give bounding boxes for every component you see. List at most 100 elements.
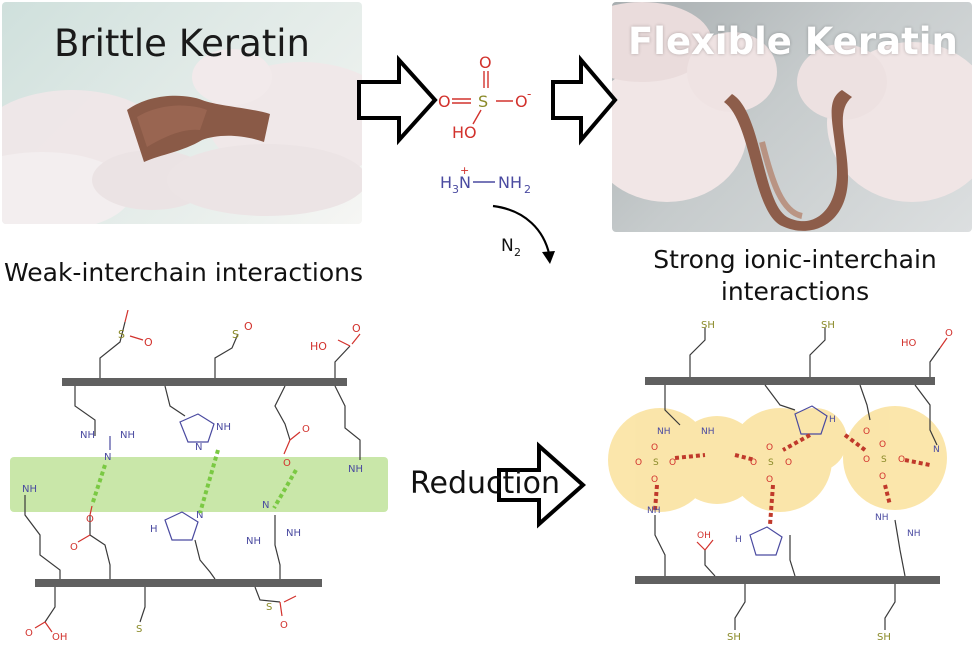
reduction-label: Reduction — [410, 466, 560, 501]
sulfonate-group-2: O S O O O — [750, 443, 792, 485]
arg-n-lower: N — [262, 500, 269, 511]
svg-text:O: O — [750, 458, 757, 468]
hydrazine-nh: NH — [498, 173, 522, 192]
bisulfite-o-top: O — [479, 53, 492, 72]
his-h-right-lower: H — [735, 535, 742, 545]
flexible-keratin-photo: Flexible Keratin — [612, 2, 972, 232]
bisulfite-charge: - — [527, 87, 531, 101]
upper-acid-o: O — [352, 322, 361, 335]
lys-nh-right-lower: NH — [647, 506, 661, 516]
hydrazine-plus: + — [460, 164, 469, 177]
his-nh-upper: NH — [216, 422, 231, 433]
strong-interactions-caption: Strong ionic-interchain interactions — [610, 244, 975, 308]
svg-text:O: O — [651, 475, 658, 485]
svg-text:O: O — [785, 458, 792, 468]
his-n-upper: N — [195, 442, 202, 453]
bisulfite-s: S — [478, 92, 488, 111]
brittle-keratin-illustration — [2, 49, 362, 224]
arg-nh-lower: NH — [286, 528, 301, 539]
flexible-keratin-illustration — [612, 2, 972, 231]
strong-interaction-scheme: SH SH HO O NH NH H O N O S O O O O S O O… — [608, 320, 953, 643]
weak-interaction-scheme: S O S O HO O NH NH N NH N O O NH NH O O … — [10, 310, 388, 643]
sh-upper-1: SH — [701, 320, 715, 331]
glu-o-upper: O — [283, 458, 291, 469]
bisulfite-ho: HO — [452, 123, 477, 142]
lower-sulfinate-o: O — [280, 620, 288, 631]
hollow-arrow-left — [357, 54, 438, 146]
sh-lower-2: SH — [877, 632, 891, 643]
svg-text:O: O — [766, 443, 773, 453]
arg-nh-right-lower: NH — [907, 529, 921, 539]
asp-o-lower: O — [86, 514, 94, 525]
svg-text:O: O — [635, 458, 642, 468]
brittle-keratin-title: Brittle Keratin — [54, 22, 311, 65]
svg-text:O: O — [669, 458, 676, 468]
bisulfite-o-left: O — [438, 92, 451, 111]
upper-acid-o-right: O — [945, 328, 953, 339]
svg-text:O: O — [863, 455, 870, 465]
asp-oh-right-lower: OH — [697, 531, 711, 541]
upper-sulfinate-o2: O — [244, 320, 253, 333]
his-h-lower: H — [150, 524, 158, 535]
arg-nh2-right-lower: NH — [875, 513, 889, 523]
arg-nh2-upper: NH — [120, 430, 135, 441]
weak-interactions-caption: Weak-interchain interactions — [4, 258, 364, 287]
svg-text:N: N — [501, 236, 514, 256]
svg-text:O: O — [766, 475, 773, 485]
bisulfite-structure: O O S O - HO — [438, 53, 531, 142]
arg-n-upper: N — [104, 452, 111, 463]
reduction-arrow — [497, 441, 587, 529]
svg-text:O: O — [879, 472, 886, 482]
svg-text:O: O — [898, 455, 905, 465]
upper-sulfinate-s1: S — [118, 328, 125, 341]
glu-o-right-upper: O — [863, 427, 870, 437]
arg-nh2-right-upper: NH — [701, 427, 715, 437]
svg-text:S: S — [881, 455, 887, 465]
sulfonate-group-3: O S O O O — [863, 440, 905, 482]
glu-o2-upper: O — [302, 424, 310, 435]
sh-lower-1: SH — [727, 632, 741, 643]
svg-text:S: S — [653, 458, 659, 468]
asp-o2-lower: O — [70, 542, 78, 553]
hydrazine-h3-sub: 3 — [452, 183, 459, 196]
hydrazine-structure: H 3 N + NH 2 — [440, 164, 531, 196]
sulfonate-group-1: O S O O O — [635, 443, 676, 485]
n2-label: N 2 — [501, 236, 521, 259]
svg-text:O: O — [651, 443, 658, 453]
hbond-band — [10, 457, 388, 512]
n2-release-arrow — [492, 204, 552, 259]
svg-text:O: O — [879, 440, 886, 450]
strong-interactions-caption-line2: interactions — [720, 277, 870, 306]
hollow-arrow-right — [551, 54, 618, 146]
hydrazine-n: N — [459, 173, 471, 192]
reagent-scheme: O O S O - HO H 3 N + NH 2 N 2 — [357, 53, 618, 264]
lower-acid-o: O — [25, 628, 33, 639]
hydrazine-nh2-sub: 2 — [524, 183, 531, 196]
lower-sulfinate-s1: S — [136, 624, 142, 635]
sh-upper-2: SH — [821, 320, 835, 331]
his-h-right-upper: H — [829, 415, 836, 425]
ionic-halos — [608, 406, 947, 512]
lower-backbone — [35, 579, 322, 587]
svg-text:S: S — [768, 458, 774, 468]
arg-nh2-lower: NH — [246, 536, 261, 547]
lower-acid-oh: OH — [52, 632, 67, 643]
ionic-interactions — [653, 433, 931, 526]
lower-sulfinate-s2: S — [266, 602, 272, 613]
brittle-keratin-photo: Brittle Keratin — [2, 2, 362, 224]
flexible-keratin-title: Flexible Keratin — [628, 20, 958, 63]
arg-nh-upper: NH — [80, 430, 95, 441]
bisulfite-o-right: O — [515, 92, 528, 111]
upper-acid-ho: HO — [310, 340, 327, 353]
svg-text:2: 2 — [514, 246, 521, 259]
upper-acid-ho-right: HO — [901, 338, 917, 349]
hydrazine-h: H — [440, 173, 452, 192]
lower-backbone-right — [635, 576, 940, 584]
lys-nh2-upper: NH — [348, 464, 363, 475]
lys-n-right-upper: N — [933, 445, 940, 455]
upper-backbone — [62, 378, 347, 386]
lys-nh2-lower: NH — [22, 484, 37, 495]
strong-interactions-caption-line1: Strong ionic-interchain — [653, 245, 937, 274]
upper-sulfinate-o1: O — [144, 336, 153, 349]
arg-nh-right-upper: NH — [657, 427, 671, 437]
